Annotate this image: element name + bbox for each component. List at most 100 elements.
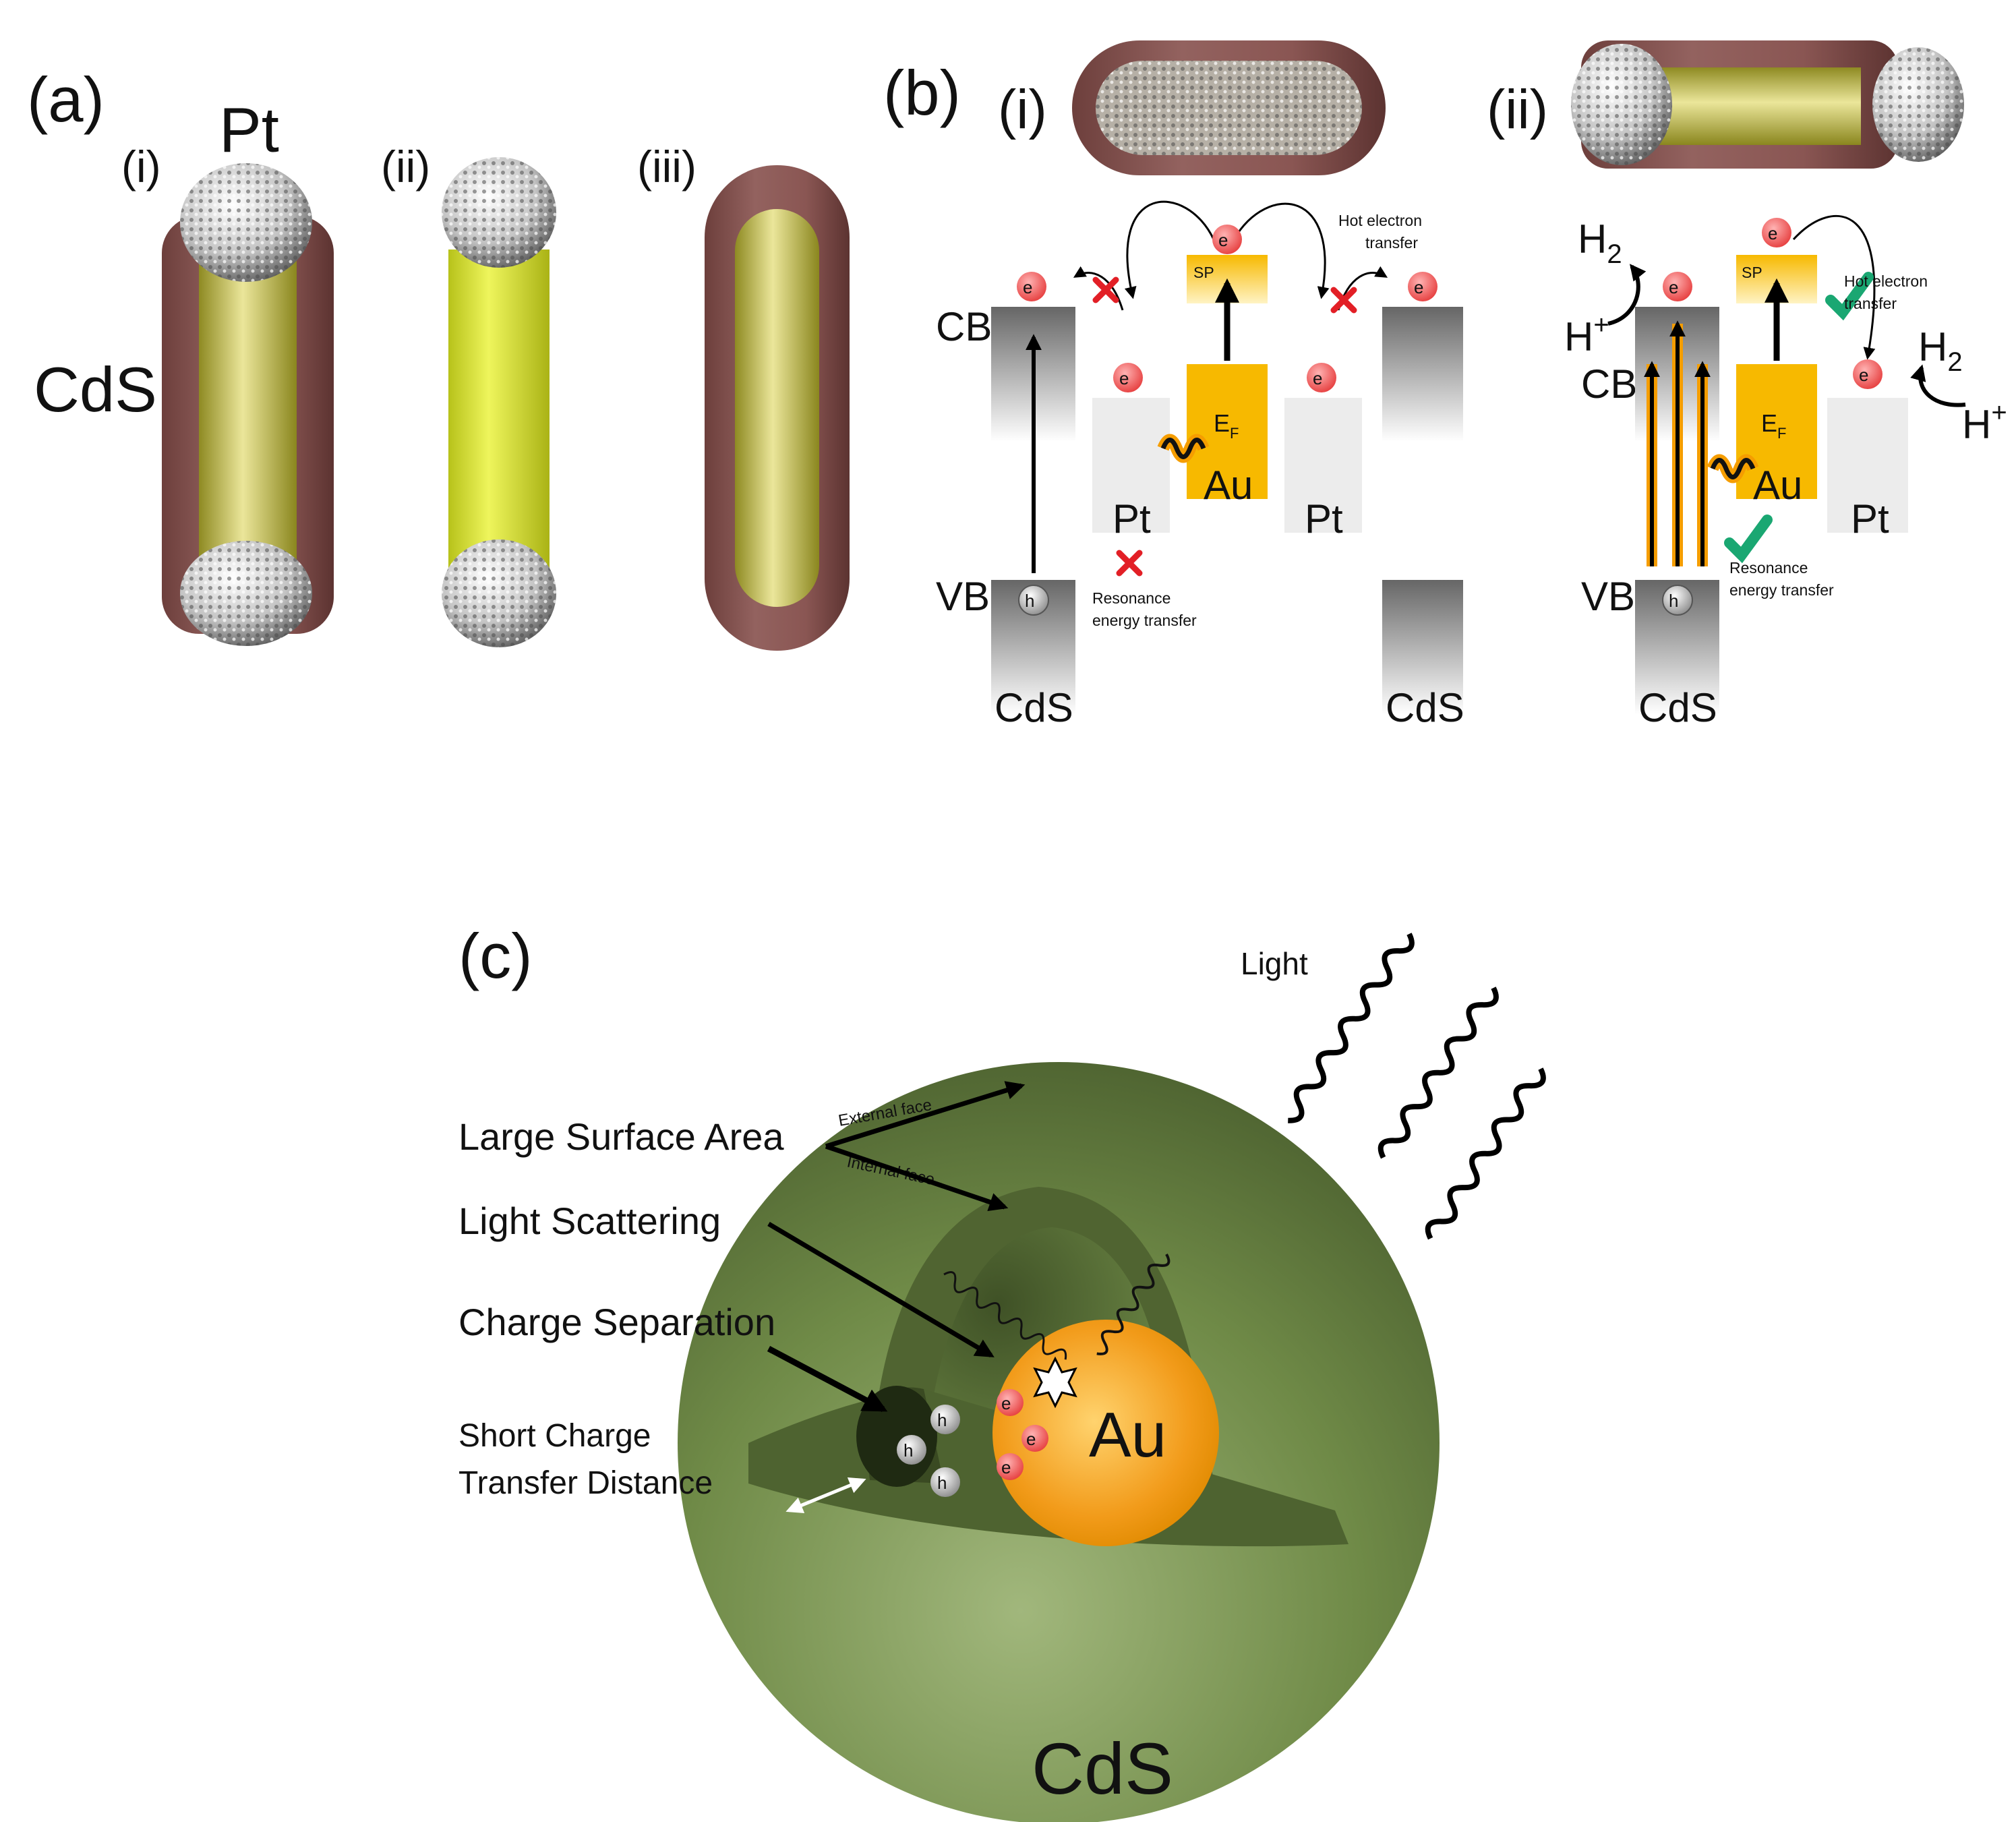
- hplus-label-left: H+: [1564, 310, 1609, 359]
- cross-mark-resonance: [1116, 550, 1143, 577]
- pt-coated-texture: [1096, 61, 1362, 155]
- nanorod-b-ii: [1571, 40, 1964, 169]
- panel-a-pt-label: Pt: [219, 94, 279, 165]
- incident-light-wave: [1096, 1254, 1170, 1355]
- cds-label-right: CdS: [1386, 685, 1464, 730]
- hot-electron-text-2: transfer: [1365, 234, 1418, 252]
- cds-vb-band-right: [1382, 580, 1463, 715]
- resonance-wave-icon: [1160, 438, 1206, 459]
- svg-text:e: e: [1001, 1457, 1011, 1477]
- band-diagram-i: CB VB CdS CdS Pt Pt SP EF Au: [936, 200, 1464, 730]
- hole: h: [1018, 585, 1049, 616]
- light-label: Light: [1241, 946, 1308, 981]
- pt-band: [1827, 398, 1908, 533]
- internal-face-arrow: [825, 1144, 1009, 1212]
- light-wave-3: [1425, 1067, 1546, 1240]
- svg-text:e: e: [1859, 365, 1868, 385]
- svg-text:e: e: [1026, 1429, 1036, 1449]
- electron: e: [997, 1453, 1024, 1480]
- panel-b-sub-i: (i): [998, 79, 1047, 140]
- resonance-wave-icon: [1710, 458, 1756, 479]
- svg-text:e: e: [1669, 277, 1678, 297]
- au-sphere-label: Au: [1089, 1399, 1166, 1470]
- nanorod-iii: [705, 165, 850, 651]
- band-diagram-ii: CB VB CdS Pt SP EF Au: [1564, 214, 2007, 730]
- svg-text:e: e: [1119, 368, 1129, 388]
- pt-label: Pt: [1851, 496, 1889, 541]
- sp-label: SP: [1742, 264, 1762, 281]
- short-charge-label-1: Short Charge: [458, 1418, 651, 1454]
- pt-to-cds-arrow-left: [1073, 266, 1124, 311]
- pt-band-right: [1284, 398, 1362, 533]
- electron: e: [1663, 272, 1692, 301]
- scattering-burst-icon: [1033, 1356, 1077, 1409]
- nanorod-b-i: [1072, 40, 1386, 175]
- panel-a-label: (a): [27, 64, 105, 135]
- cross-mark-left: [1092, 276, 1119, 303]
- au-core: [199, 256, 297, 593]
- panel-c-label: (c): [458, 920, 533, 991]
- cds-label-left: CdS: [995, 685, 1073, 730]
- h2-evolution-arrow-left: [1607, 264, 1647, 326]
- transfer-distance-arrow: [785, 1477, 866, 1513]
- electron: e: [1017, 272, 1046, 301]
- svg-text:h: h: [1669, 591, 1678, 611]
- charge-separation-label: Charge Separation: [458, 1301, 775, 1343]
- panel-a-sub-i: (i): [121, 142, 161, 192]
- pt-tip-bottom-texture: [442, 539, 556, 647]
- cds-cb-band-right: [1382, 307, 1463, 442]
- resonance-text-1: Resonance: [1092, 589, 1170, 607]
- hole: h: [897, 1435, 926, 1465]
- sp-label: SP: [1193, 264, 1214, 281]
- hole: h: [930, 1467, 960, 1497]
- hot-electron-text-1: Hot electron: [1844, 272, 1928, 290]
- electron: e: [1021, 1425, 1048, 1452]
- panel-a: (a) (i) (ii) (iii) Pt CdS: [27, 64, 850, 651]
- svg-text:e: e: [1313, 368, 1322, 388]
- check-mark-resonance: [1724, 515, 1773, 564]
- pt-tip-right-texture: [1872, 47, 1964, 162]
- large-surface-label: Large Surface Area: [458, 1115, 784, 1158]
- panel-b-sub-ii: (ii): [1487, 79, 1548, 140]
- external-face-arrow: [825, 1081, 1026, 1149]
- panel-a-cds-label: CdS: [34, 354, 157, 425]
- electron: e: [1212, 225, 1242, 254]
- hot-electron-arrow-right: [1233, 202, 1330, 299]
- vb-label: VB: [1581, 574, 1635, 619]
- svg-text:e: e: [1414, 277, 1423, 297]
- hole: h: [930, 1405, 960, 1434]
- hole: h: [1662, 585, 1693, 616]
- check-mark-hot-electron: [1825, 272, 1874, 321]
- au-label: Au: [1753, 463, 1802, 508]
- pt-tip-top-texture: [180, 163, 312, 282]
- h2-evolution-arrow-right: [1910, 364, 1966, 407]
- ef-label: EF: [1214, 409, 1239, 442]
- pt-band-left: [1092, 398, 1170, 533]
- cds-label: CdS: [1638, 685, 1717, 730]
- electron: e: [997, 1389, 1024, 1416]
- hot-electron-arrow: [1792, 214, 1876, 360]
- svg-text:h: h: [937, 1410, 947, 1430]
- resonance-text-2: energy transfer: [1729, 581, 1834, 599]
- light-wave-2: [1377, 987, 1499, 1159]
- svg-text:e: e: [1023, 277, 1032, 297]
- nanorod-i: [162, 163, 334, 646]
- panel-c: (c) Au e e e h h h: [458, 920, 1546, 1822]
- light-scattering-arrow: [767, 1221, 995, 1358]
- electron: e: [1762, 218, 1791, 247]
- vb-label: VB: [936, 574, 990, 619]
- pt-tip-left-texture: [1571, 44, 1672, 165]
- electron: e: [1408, 272, 1437, 301]
- resonance-text-2: energy transfer: [1092, 612, 1197, 629]
- hot-electron-text-2: transfer: [1844, 295, 1897, 312]
- svg-text:h: h: [903, 1440, 913, 1461]
- svg-text:h: h: [937, 1473, 947, 1493]
- scattered-light-wave: [943, 1271, 1067, 1360]
- light-scattering-label: Light Scattering: [458, 1200, 721, 1242]
- hot-electron-arrow-left: [1124, 200, 1215, 299]
- hot-electron-text-1: Hot electron: [1338, 212, 1422, 229]
- hplus-label-right: H+: [1962, 398, 2007, 447]
- pt-label-right: Pt: [1305, 496, 1343, 541]
- au-core: [448, 249, 550, 580]
